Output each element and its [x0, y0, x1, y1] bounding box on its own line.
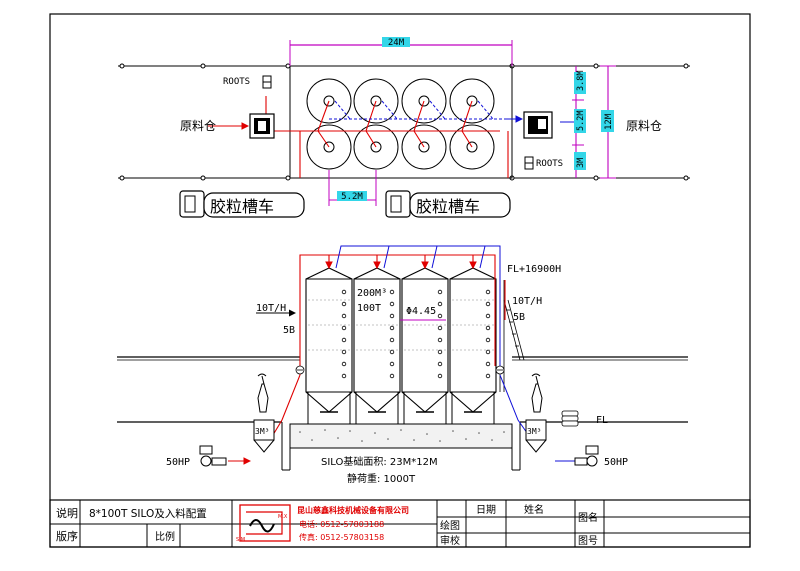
hopper-label-right: 3M³	[527, 427, 541, 436]
silo-diameter: Φ4.45	[406, 306, 436, 317]
logo-mx: M.X	[278, 514, 288, 520]
dim-3-8m: 3.8M	[576, 71, 586, 91]
dim-12m: 12M	[604, 113, 614, 130]
tanker-truck-right: 胶粒槽车	[385, 190, 511, 218]
raw-bin-label-right: 原料仓	[626, 119, 662, 133]
motor-right: 50HP	[574, 445, 628, 468]
label-scale: 比例	[155, 530, 175, 543]
rate-right: 10T/H	[512, 296, 542, 307]
company-fax: 传真: 0512-57803158	[299, 532, 384, 542]
fl-ground-label: FL	[596, 415, 608, 426]
truck-label-right: 胶粒槽车	[416, 197, 480, 216]
feed-hopper-left: 3M³	[253, 373, 275, 453]
silo-foundation	[289, 423, 513, 449]
company-logo: M.X S.M	[236, 504, 291, 543]
silo-volume: 200M³	[357, 288, 387, 299]
silo-area-outline	[289, 65, 513, 179]
label-drawing-name: 图名	[578, 511, 598, 524]
label-description: 说明	[56, 506, 78, 520]
roots-label-right: ROOTS	[536, 159, 563, 169]
pipe-left: 5B	[283, 325, 295, 336]
plan-view: 24M	[118, 37, 690, 218]
label-drawing-no: 图号	[578, 535, 598, 547]
static-load: 静荷重: 1000T	[347, 472, 416, 485]
tanker-truck-left: 胶粒槽车	[179, 190, 305, 218]
motor-label-right: 50HP	[604, 457, 628, 468]
bag-stack	[561, 410, 579, 427]
truck-label-left: 胶粒槽车	[210, 197, 274, 216]
feed-hopper-right: 3M³	[525, 373, 547, 453]
company-name: 昆山慈鑫科技机械设备有限公司	[297, 505, 409, 515]
dim-3m: 3M	[576, 158, 586, 168]
dim-5-2m-bottom: 5.2M	[341, 192, 363, 202]
motor-left: 50HP	[166, 445, 227, 468]
company-phone: 电话: 0512-57803188	[299, 519, 384, 529]
label-name: 姓名	[524, 503, 544, 516]
roots-label-top: ROOTS	[223, 77, 250, 87]
label-review: 审校	[440, 534, 460, 547]
elevation-view: 3M³ 3M³ 50HP 50HP FL+16900H	[117, 245, 688, 485]
label-date: 日期	[476, 504, 496, 516]
dim-5-2m-right: 5.2M	[576, 111, 586, 131]
silo-capacity: 100T	[357, 303, 381, 314]
raw-bin-label-left: 原料仓	[180, 119, 216, 133]
hopper-label-left: 3M³	[255, 427, 269, 436]
label-version: 版序	[56, 529, 78, 543]
rate-left: 10T/H	[256, 303, 286, 314]
title-block	[49, 499, 751, 548]
pipe-right: 5B	[513, 312, 525, 323]
dim-24m: 24M	[388, 38, 405, 48]
fl-top-label: FL+16900H	[507, 264, 561, 275]
logo-sm: S.M	[236, 537, 245, 543]
drawing-description: 8*100T SILO及入料配置	[89, 507, 207, 520]
label-draw: 绘图	[440, 519, 460, 532]
silo-plan-row-bottom	[306, 124, 495, 170]
motor-label-left: 50HP	[166, 457, 190, 468]
foundation-area: SILO基础面积: 23M*12M	[321, 455, 438, 468]
silo-plan-row-top	[306, 78, 495, 124]
